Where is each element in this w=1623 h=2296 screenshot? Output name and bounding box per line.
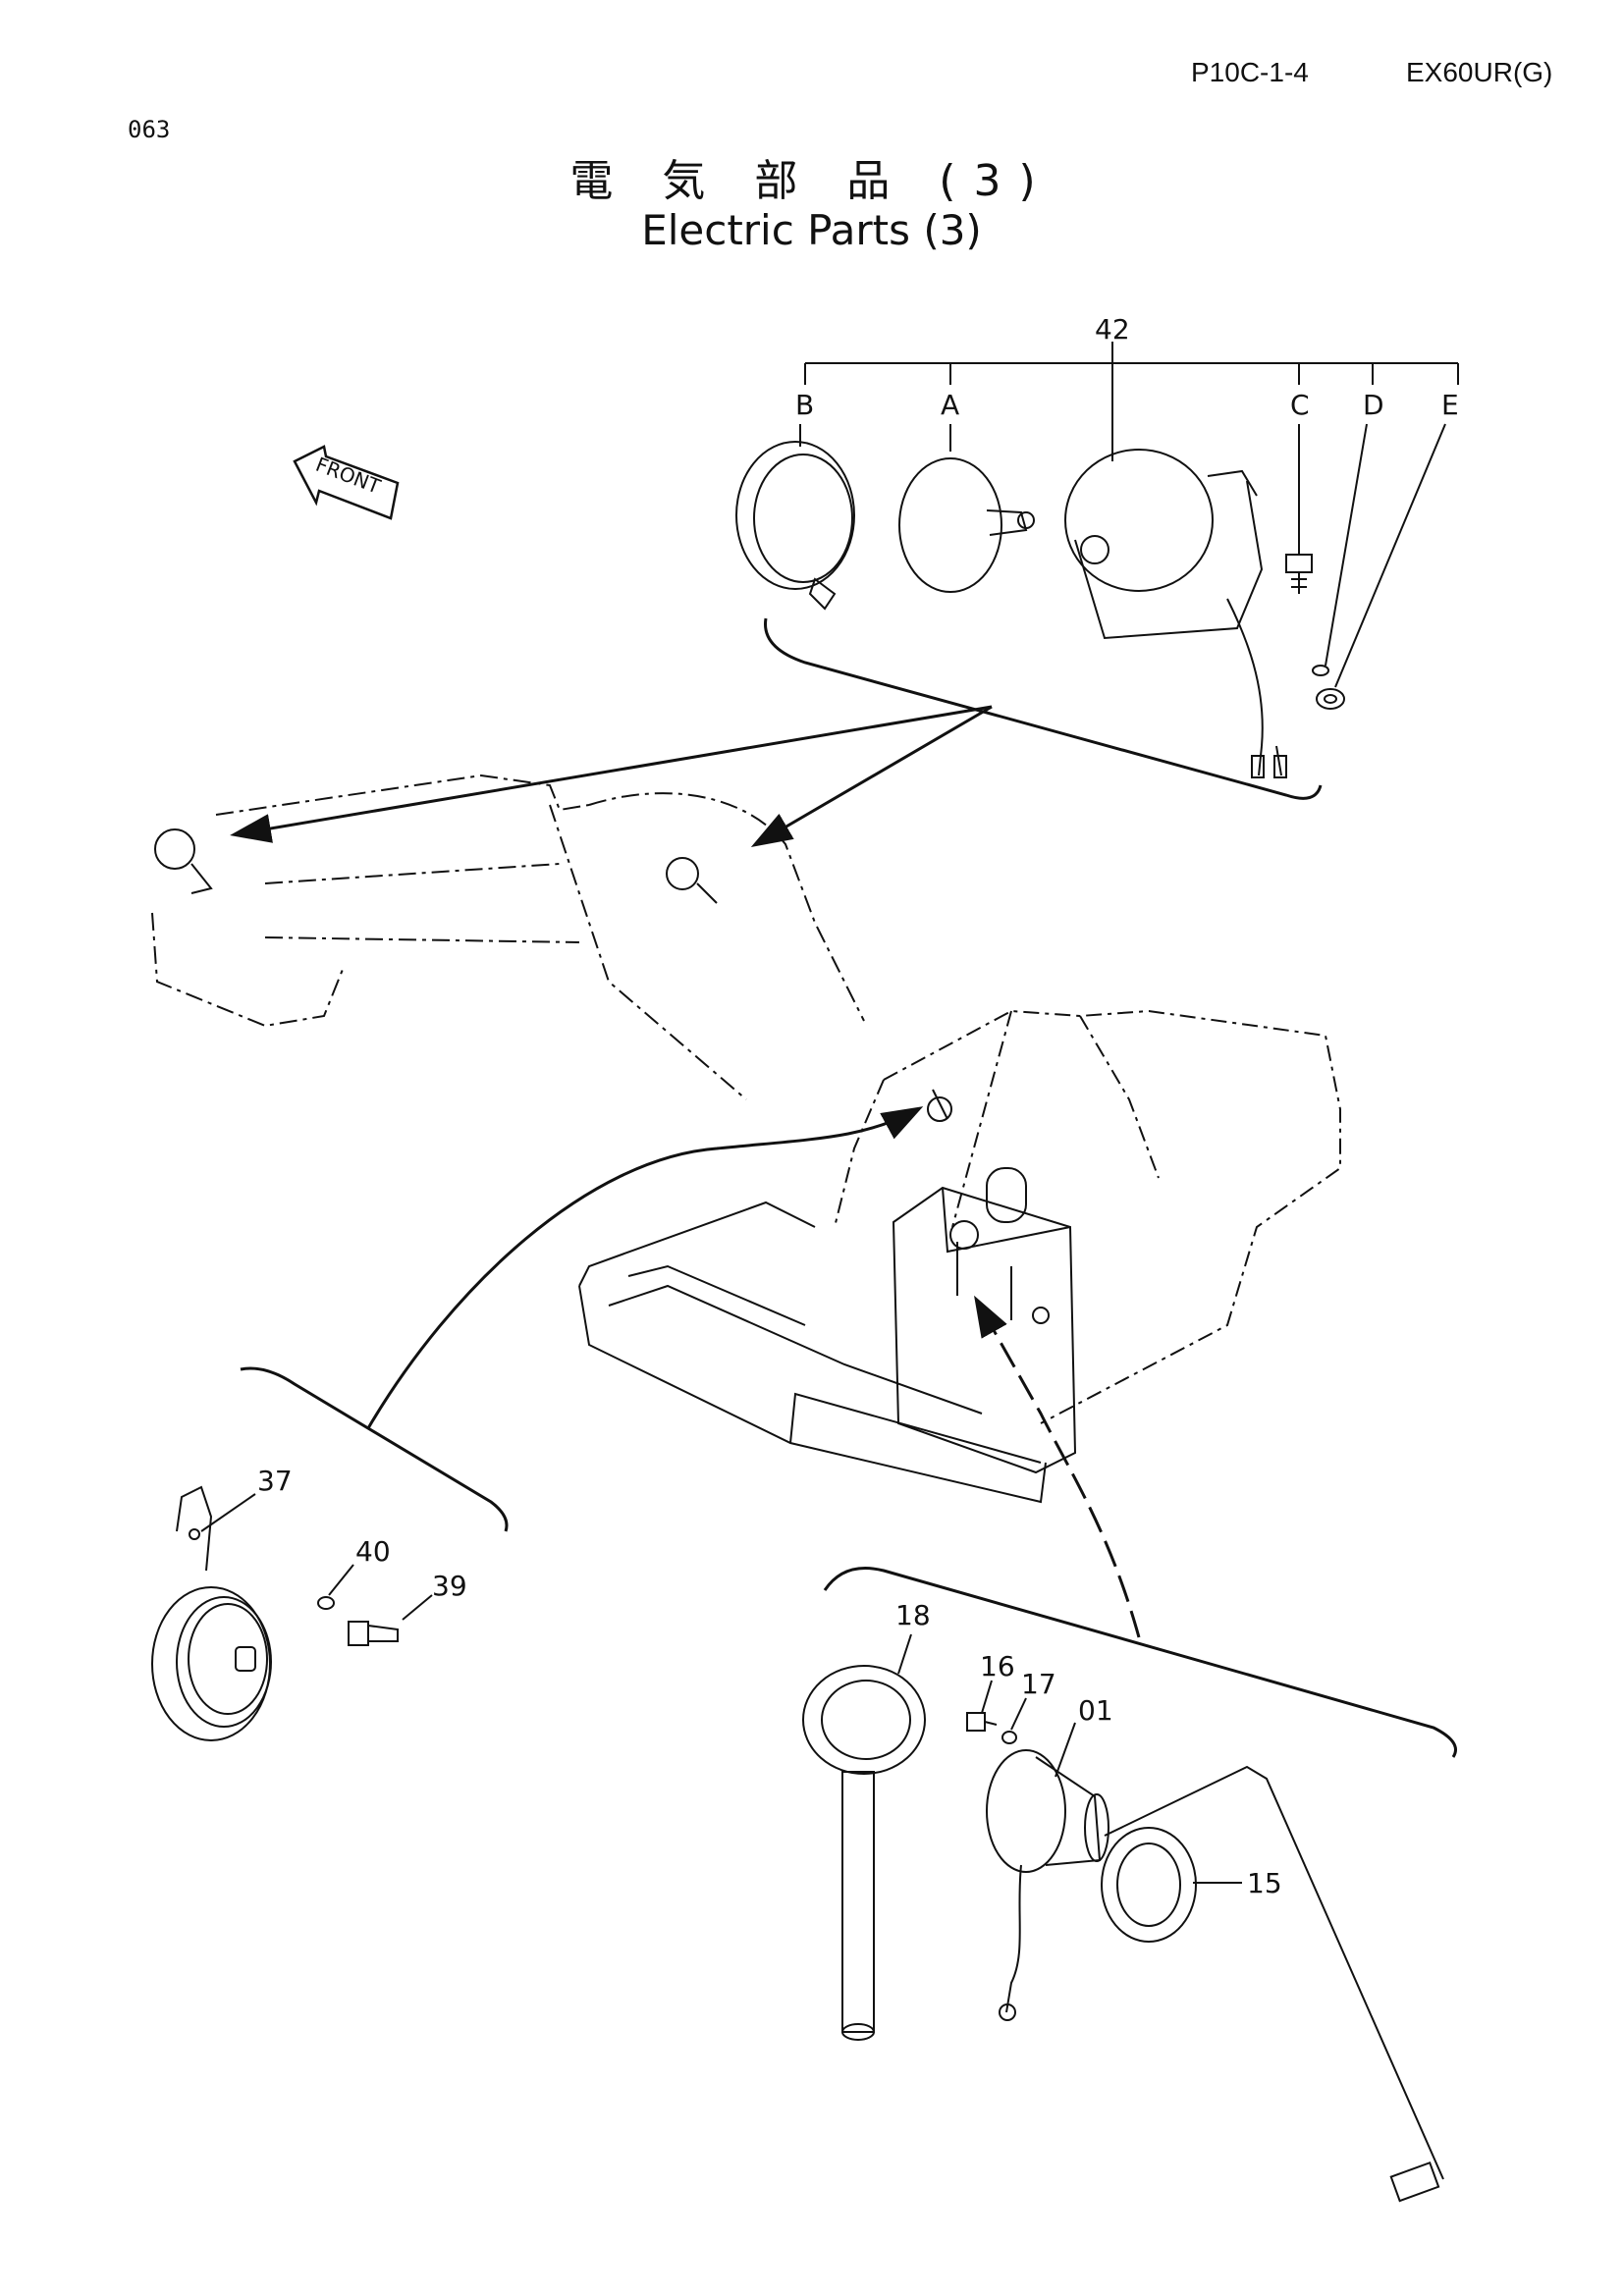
pointer-arrow-boom-left bbox=[230, 705, 993, 843]
washer-d bbox=[1312, 665, 1329, 676]
leader-37 bbox=[200, 1493, 256, 1532]
reference-code: P10C-1-4 bbox=[1191, 57, 1309, 87]
callout-37: 37 bbox=[257, 1465, 293, 1497]
horn-detail-frame bbox=[240, 1366, 509, 1532]
washer-17 bbox=[1001, 1731, 1017, 1744]
boom-lamp-right bbox=[666, 857, 718, 904]
frame-base bbox=[578, 1201, 1047, 1504]
boom-lamp-left bbox=[154, 828, 213, 894]
boom-outline bbox=[151, 774, 865, 1100]
lamp-rim-b bbox=[735, 441, 855, 611]
page-number: 063 bbox=[128, 116, 171, 143]
leader-17 bbox=[1010, 1697, 1027, 1731]
horn bbox=[151, 1485, 272, 1741]
leader-16 bbox=[981, 1680, 993, 1714]
callout-40: 40 bbox=[355, 1535, 391, 1568]
leader-40 bbox=[328, 1564, 354, 1596]
filler-neck-18 bbox=[802, 1665, 926, 2041]
lamp-housing bbox=[1064, 449, 1287, 778]
screw-16 bbox=[966, 1712, 998, 1732]
bolt-39 bbox=[348, 1621, 399, 1646]
fuel-sender-01 bbox=[986, 1749, 1444, 2203]
page-title-japanese: 電 気 部 品 (3) bbox=[569, 156, 1054, 206]
callout-a: A bbox=[941, 389, 959, 421]
pointer-arrow-boom-right bbox=[750, 705, 993, 848]
callout-16: 16 bbox=[980, 1650, 1015, 1682]
leader-18 bbox=[897, 1633, 912, 1675]
callout-15: 15 bbox=[1247, 1867, 1282, 1899]
callout-c: C bbox=[1290, 389, 1310, 421]
washer-40 bbox=[317, 1596, 335, 1610]
fuel-tank bbox=[892, 1167, 1077, 1474]
leader-01 bbox=[1055, 1722, 1076, 1778]
callout-17: 17 bbox=[1021, 1668, 1056, 1700]
nut-e bbox=[1316, 688, 1345, 710]
lamp-detail-frame bbox=[764, 617, 1323, 800]
callout-42: 42 bbox=[1095, 313, 1130, 346]
lamp-unit-a bbox=[898, 457, 1035, 593]
pointer-arrow-horn bbox=[366, 1106, 924, 1429]
pointer-arrow-fuel-sender bbox=[974, 1295, 1141, 1638]
model-code: EX60UR(G) bbox=[1406, 57, 1553, 87]
sender-detail-frame bbox=[823, 1567, 1457, 1758]
bolt-c bbox=[1285, 554, 1313, 594]
gasket-15 bbox=[1101, 1827, 1197, 1943]
callout-18: 18 bbox=[895, 1599, 931, 1631]
leader-39 bbox=[402, 1594, 433, 1621]
front-arrow-icon bbox=[293, 445, 400, 520]
callout-b: B bbox=[795, 389, 814, 421]
frame-bracket bbox=[927, 1089, 952, 1122]
upper-frame bbox=[834, 1009, 1341, 1424]
callout-01: 01 bbox=[1078, 1694, 1113, 1727]
callout-e: E bbox=[1441, 389, 1459, 421]
callout-42-bracket bbox=[799, 342, 1459, 688]
callout-d: D bbox=[1363, 389, 1384, 421]
callout-39: 39 bbox=[432, 1570, 467, 1602]
page-title-english: Electric Parts (3) bbox=[641, 206, 982, 254]
